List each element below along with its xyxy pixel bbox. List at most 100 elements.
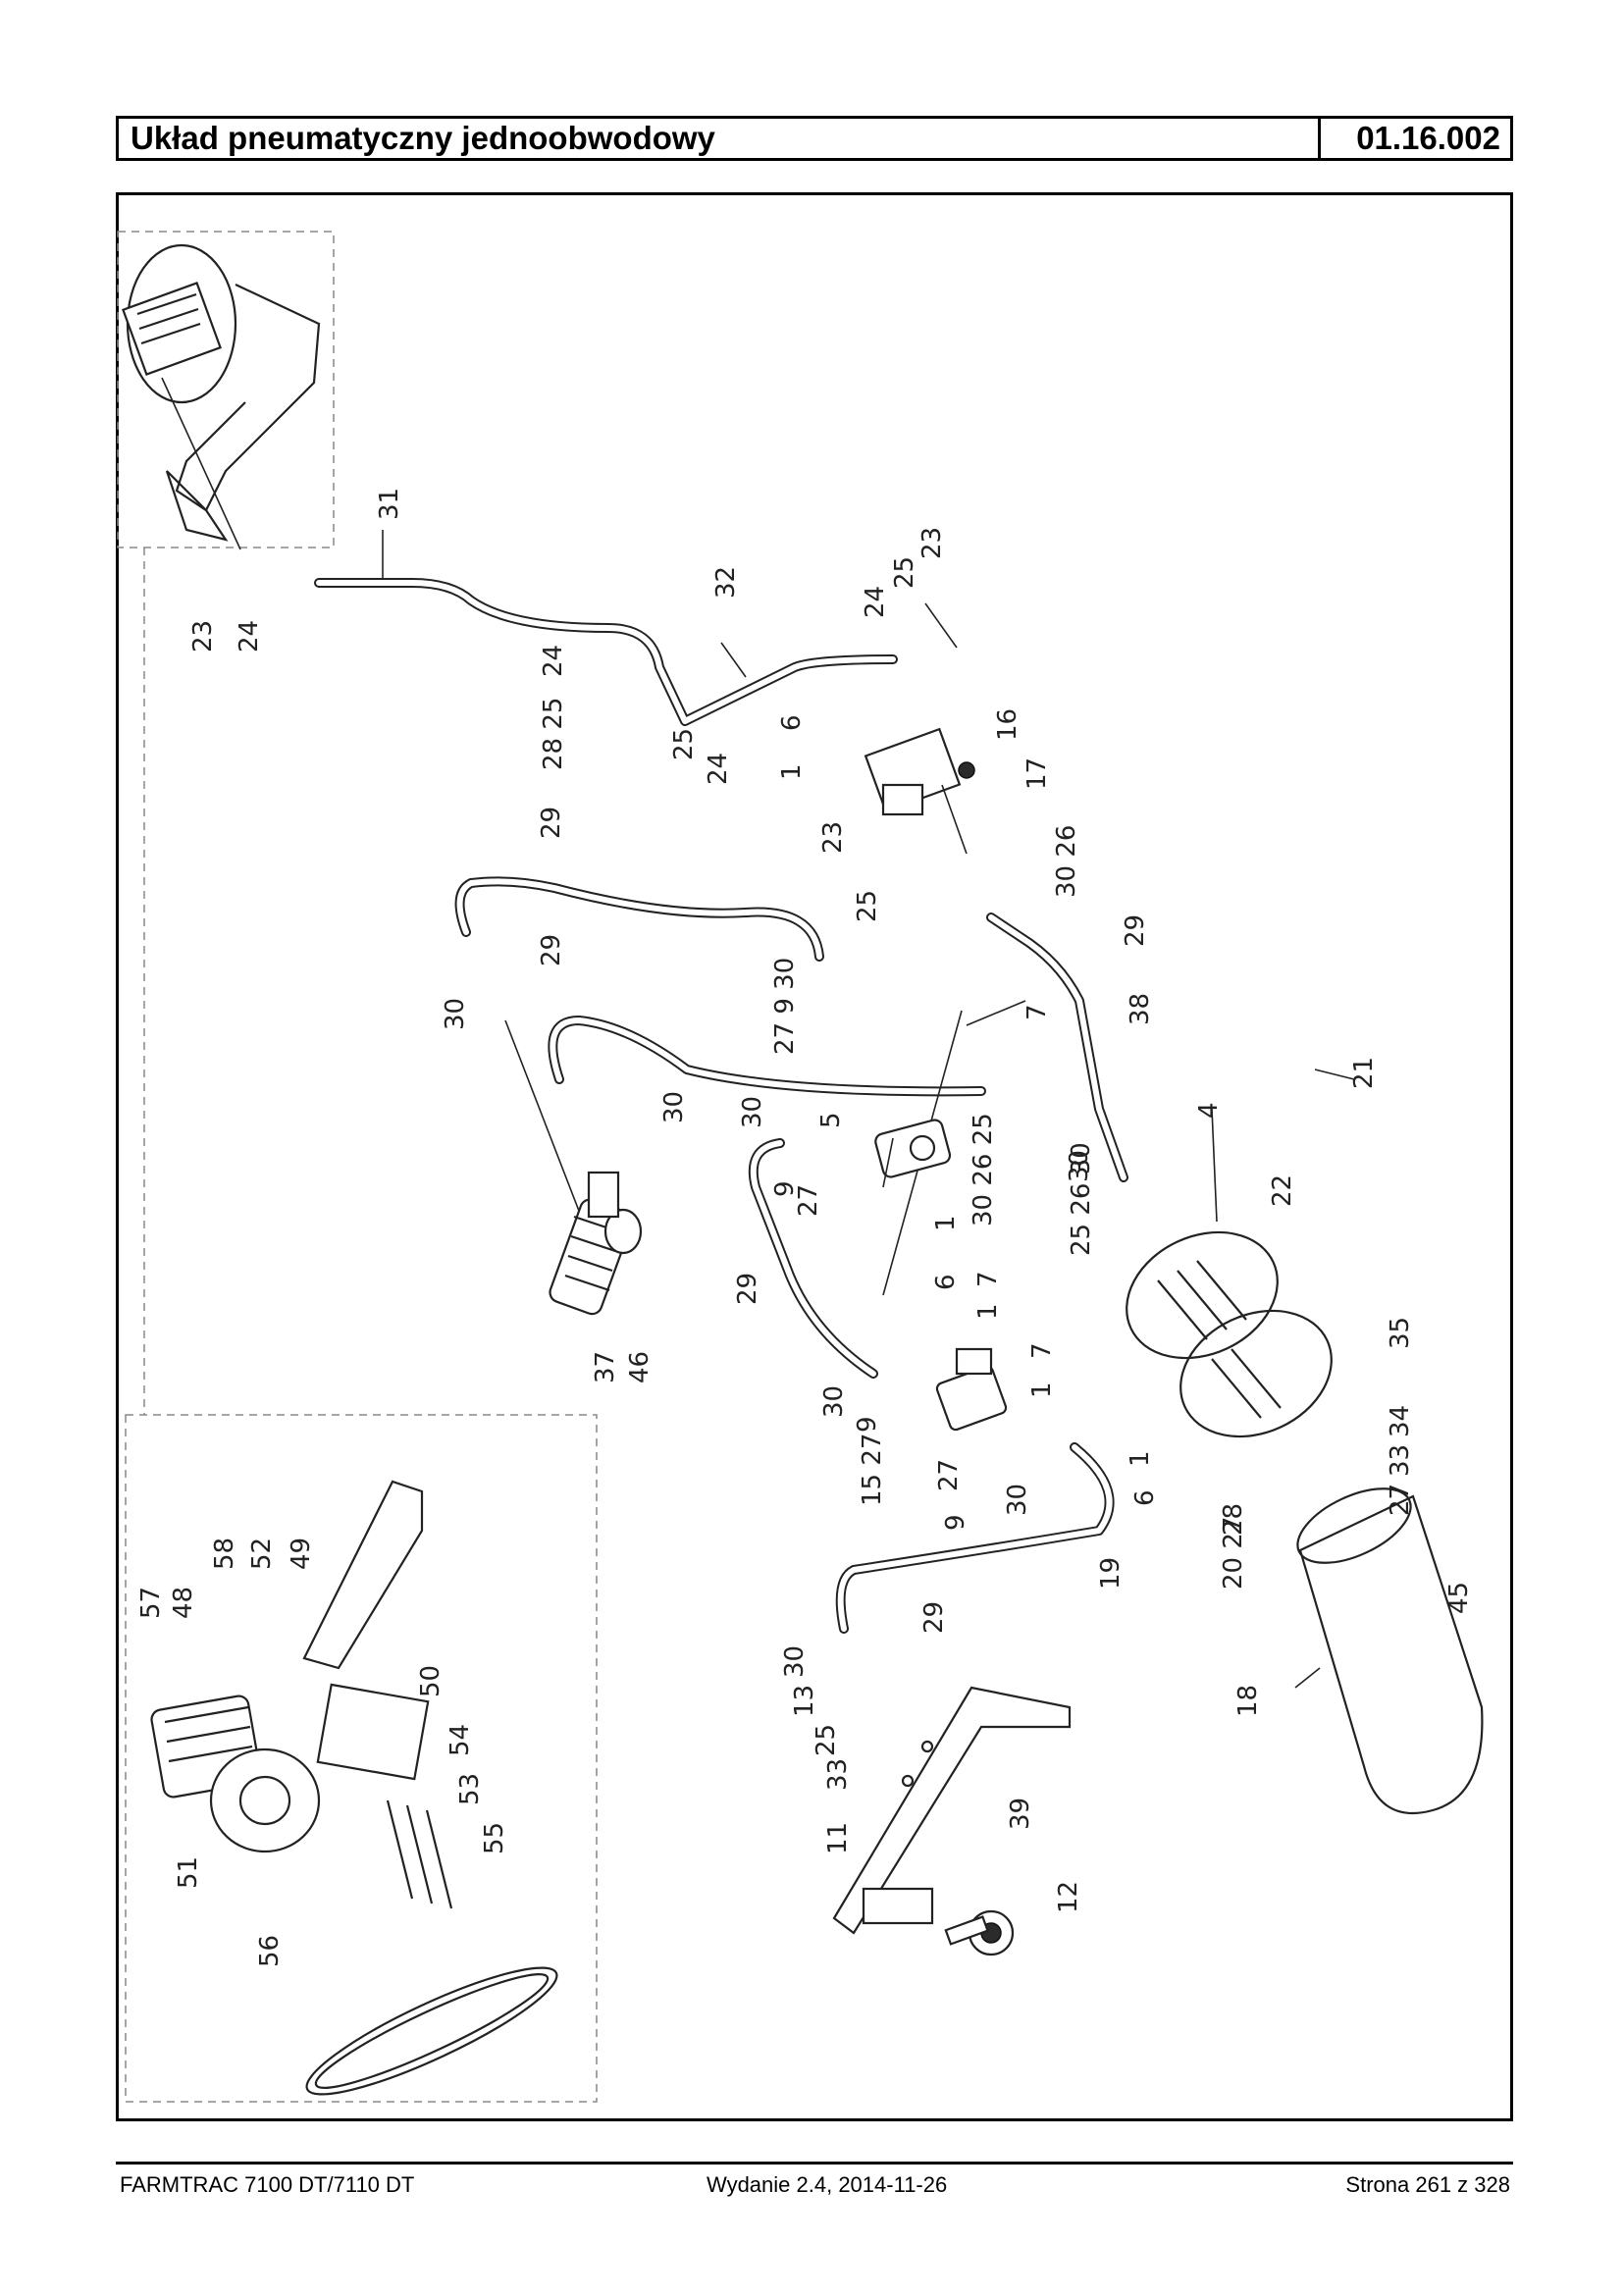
callout-label: 27	[934, 1459, 964, 1491]
governor-valve	[864, 727, 975, 855]
callout-label: 1	[777, 763, 807, 780]
relay-valve	[935, 1347, 1008, 1432]
callout-label: 30	[1065, 1150, 1094, 1182]
callout-label: 27	[1386, 1484, 1415, 1516]
callout-label: 5	[816, 1112, 846, 1128]
callout-label: 19	[1096, 1557, 1126, 1590]
callout-label: 1	[1126, 1450, 1155, 1467]
callout-label: 35	[1386, 1317, 1415, 1349]
callout-label: 29	[733, 1273, 762, 1305]
callout-label: 30	[1003, 1484, 1032, 1516]
callout-label: 23	[917, 527, 947, 559]
pneumatic-lines	[314, 578, 1128, 1634]
callout-label: 29	[537, 934, 566, 966]
callout-label: 22	[1268, 1174, 1297, 1207]
footer-model: FARMTRAC 7100 DT/7110 DT	[120, 2172, 415, 2197]
callout-label: 13	[790, 1685, 819, 1717]
callout-label: 25	[890, 556, 919, 589]
callout-label: 11	[823, 1822, 853, 1854]
callout-label: 53	[455, 1773, 485, 1805]
callout-label: 24	[861, 586, 890, 618]
callout-label: 20 27	[1219, 1517, 1248, 1590]
callout-label: 25	[812, 1724, 841, 1756]
callout-label: 6	[777, 714, 807, 731]
callout-label: 52	[247, 1538, 277, 1570]
callout-label: 30	[659, 1091, 689, 1123]
callout-label: 29	[919, 1601, 949, 1634]
callout-label: 7	[1027, 1342, 1057, 1359]
tank-straps	[1126, 1230, 1333, 1438]
callout-label: 6	[1130, 1489, 1160, 1506]
callout-label: 16	[993, 708, 1022, 741]
callout-label: 27	[794, 1184, 823, 1217]
callout-label: 30	[780, 1645, 810, 1678]
callout-label: 18	[1233, 1685, 1263, 1717]
air-tank	[1296, 1487, 1484, 1815]
callout-label: 57	[136, 1587, 166, 1619]
callout-label: 24	[235, 620, 264, 652]
callout-label: 23	[818, 821, 848, 854]
callout-label: 17	[1022, 757, 1052, 790]
callout-label: 51	[174, 1856, 203, 1889]
page-title: Układ pneumatyczny jednoobwodowy	[131, 120, 715, 156]
callout-label: 46	[625, 1351, 655, 1383]
callout-label: 30	[441, 998, 470, 1030]
callout-label: 21	[1349, 1057, 1379, 1089]
callout-label: 54	[445, 1724, 475, 1756]
callout-label: 1	[931, 1215, 961, 1231]
callout-label: 45	[1444, 1582, 1474, 1614]
callout-label: 7	[973, 1271, 1003, 1287]
compressor-mount-inset	[125, 1414, 598, 2103]
callout-label: 15 27	[858, 1434, 887, 1506]
callout-label: 56	[255, 1935, 285, 1967]
callout-label: 33	[1386, 1444, 1415, 1477]
coupling-head	[944, 1909, 1015, 1956]
brake-pedal	[549, 1171, 643, 1316]
callout-label: 1	[1027, 1382, 1057, 1398]
callout-leaders	[382, 530, 1355, 1689]
callout-label: 30 26 25	[969, 1113, 998, 1226]
footer-divider	[116, 2162, 1513, 2165]
callout-label: 25	[853, 890, 882, 922]
compressor-top-illustration	[122, 243, 321, 550]
callout-label: 23	[188, 620, 218, 652]
callout-label: 25	[669, 728, 699, 760]
callout-label: 31	[375, 488, 404, 520]
callout-label: 55	[480, 1822, 509, 1854]
callout-label: 9	[853, 1416, 882, 1433]
callout-label: 29	[537, 807, 566, 839]
callout-label: 33	[823, 1758, 853, 1791]
callout-label: 50	[416, 1665, 445, 1697]
callout-label: 27 9 30	[770, 958, 800, 1055]
callout-label: 9	[941, 1514, 970, 1531]
callout-label: 28 25	[539, 698, 568, 770]
callout-label: 30	[819, 1385, 849, 1418]
callout-label: 58	[210, 1538, 239, 1570]
callout-label: 12	[1054, 1881, 1083, 1913]
callout-label: 24	[704, 753, 733, 785]
callout-label: 6	[931, 1274, 961, 1290]
callout-label: 7	[1022, 1004, 1052, 1020]
callout-label: 30	[738, 1096, 767, 1128]
callout-label: 4	[1194, 1102, 1224, 1119]
footer-page-number: Strona 261 z 328	[1345, 2172, 1510, 2197]
callout-label: 29	[1121, 914, 1150, 947]
callout-label: 49	[287, 1538, 316, 1570]
callout-label: 34	[1386, 1405, 1415, 1437]
coupling-bracket	[832, 1686, 1072, 1935]
callout-label: 30 26	[1052, 825, 1081, 898]
callout-label: 48	[169, 1587, 198, 1619]
brake-valve	[874, 1119, 952, 1178]
callout-labels: 31 23 24 32 24 25 23 24 28 25 25 24 6 16…	[136, 488, 1474, 1967]
header-bar: Układ pneumatyczny jednoobwodowy 01.16.0…	[116, 116, 1513, 161]
callout-label: 28	[1219, 1503, 1248, 1536]
callout-label: 25 26 30	[1067, 1142, 1096, 1256]
document-code: 01.16.002	[1318, 119, 1510, 158]
callout-label: 39	[1006, 1798, 1035, 1830]
callout-label: 24	[539, 645, 568, 677]
callout-label: 37	[591, 1351, 620, 1383]
compressor-mount-parts	[150, 1480, 558, 2096]
callout-label: 9	[770, 1180, 800, 1197]
diagram-frame	[116, 192, 1513, 2121]
